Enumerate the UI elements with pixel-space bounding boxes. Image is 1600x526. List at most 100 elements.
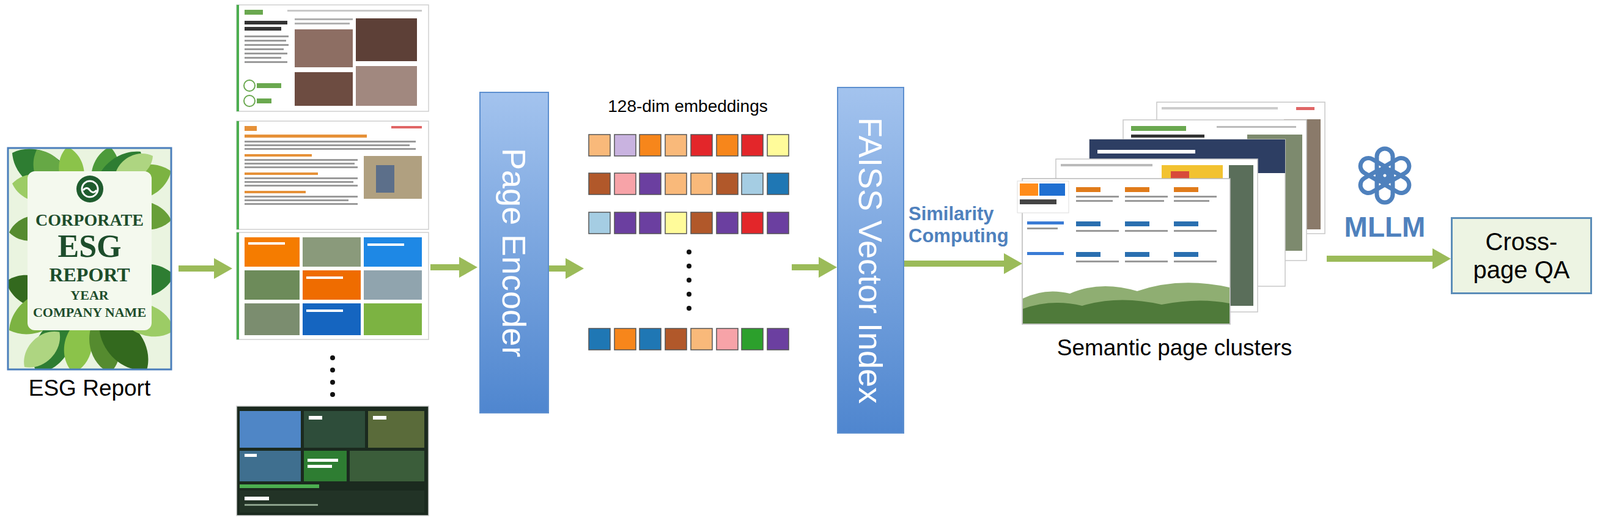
vertical-label: FAISS Vector Index — [851, 116, 890, 403]
page-thumbnail — [244, 56, 282, 59]
page-thumbnail — [244, 184, 358, 187]
page-thumbnail — [303, 410, 365, 448]
cluster-page-card — [1173, 195, 1217, 198]
page-thumbnail — [244, 195, 358, 198]
cluster-page-card — [1173, 221, 1199, 227]
page-thumbnail — [294, 18, 353, 21]
page-thumbnail — [372, 415, 387, 420]
connector-line — [549, 265, 568, 272]
page-thumbnail — [244, 35, 289, 38]
page-thumbnail — [244, 144, 410, 147]
cluster-page-card — [1017, 178, 1231, 325]
embedding-grid — [588, 328, 611, 350]
embedding-grid — [716, 328, 738, 350]
cluster-page-card — [1173, 229, 1217, 232]
grid-heading: 128-dim embeddings — [583, 91, 792, 117]
report-cover-art — [0, 137, 180, 382]
page-thumbnail — [363, 155, 422, 199]
cluster-page-card — [1019, 183, 1039, 196]
embedding-grid — [588, 134, 789, 350]
page-thumbnail — [244, 177, 358, 180]
page-thumbnail — [244, 303, 300, 336]
embedding-grid — [716, 173, 738, 195]
page-thumbnail — [244, 140, 416, 143]
page-thumbnail — [244, 44, 289, 46]
page-thumbnail — [244, 503, 318, 506]
ellipsis-dots — [330, 367, 336, 373]
page-thumbnail — [244, 20, 288, 25]
embedding-grid — [665, 134, 687, 156]
embedding-grid — [614, 134, 636, 156]
cluster-page-card — [1076, 221, 1101, 227]
embedding-grid — [665, 212, 687, 234]
page-thumbnail — [236, 232, 429, 340]
page-thumbnail — [244, 147, 416, 150]
page-thumbnail — [236, 405, 429, 516]
page-thumbnail — [239, 484, 320, 488]
cover-title: ESG — [7, 230, 172, 263]
page-thumbnail — [244, 237, 300, 267]
cover-title: REPORT — [7, 262, 172, 287]
flow-arrow — [430, 264, 462, 271]
cover-title-column: CORPORATEESGREPORTYEARCOMPANY NAME — [7, 209, 172, 321]
page-thumbnail — [244, 125, 257, 131]
page-thumbnail — [349, 450, 425, 482]
page-thumbnail — [244, 202, 358, 205]
ellipsis-dots — [686, 263, 692, 269]
cover-title: YEAR — [7, 286, 172, 304]
embedding-grid — [588, 173, 611, 195]
cluster-page-card — [1039, 183, 1066, 196]
embedding-grid — [767, 328, 789, 350]
page-thumbnail — [244, 453, 257, 457]
page-thumbnail — [236, 121, 429, 230]
cluster-page-card — [1022, 282, 1230, 324]
cluster-page-card — [1060, 163, 1153, 167]
flow-arrow — [178, 265, 217, 272]
page-thumbnail — [236, 4, 429, 112]
flow-arrow — [178, 258, 233, 279]
embedding-grid — [614, 212, 636, 234]
embedding-grid — [716, 134, 738, 156]
embedding-grid — [639, 212, 661, 234]
cluster-page-card — [1124, 195, 1168, 198]
cluster-page-card — [1019, 199, 1057, 205]
embedding-grid — [767, 134, 789, 156]
page-thumbnail — [303, 450, 347, 482]
page-thumbnail — [363, 270, 422, 300]
cluster-page-card — [1076, 229, 1119, 232]
cluster-page-card — [1173, 199, 1210, 202]
cluster-page-card — [1173, 251, 1199, 257]
embedding-grid — [639, 173, 661, 195]
connector-line — [1326, 255, 1435, 262]
edge-label: Similarity Computing — [908, 202, 1009, 247]
cluster-page-card — [1076, 187, 1101, 192]
page-thumbnail — [363, 237, 422, 267]
page-thumbnail — [302, 270, 361, 300]
cluster-page-card — [1076, 260, 1119, 263]
ellipsis-dots — [330, 355, 336, 397]
cluster-page-card — [1173, 187, 1199, 192]
box-label: Cross-page QA — [1461, 227, 1582, 284]
page-thumbnail — [244, 61, 288, 63]
page-thumbnail — [243, 80, 255, 92]
cluster-page-card — [1216, 125, 1297, 128]
page-thumbnail — [244, 162, 355, 165]
page-thumbnail — [244, 180, 354, 183]
arrow-head — [1003, 253, 1023, 274]
page-thumbnail — [244, 270, 300, 300]
embedding-grid — [639, 328, 661, 350]
page-thumbnail — [244, 496, 270, 501]
cluster-page-card — [1124, 251, 1150, 257]
embedding-grid — [614, 173, 636, 195]
page-thumbnail — [244, 48, 284, 51]
embedding-grid — [690, 173, 713, 195]
cluster-page-card — [1296, 106, 1315, 111]
cover-leaves — [7, 147, 172, 370]
page-thumbnail — [236, 4, 429, 112]
embedding-grid — [716, 212, 738, 234]
edge-label: MLLM — [1344, 210, 1426, 244]
cover-title: COMPANY NAME — [7, 303, 172, 321]
embedding-grid — [767, 173, 789, 195]
